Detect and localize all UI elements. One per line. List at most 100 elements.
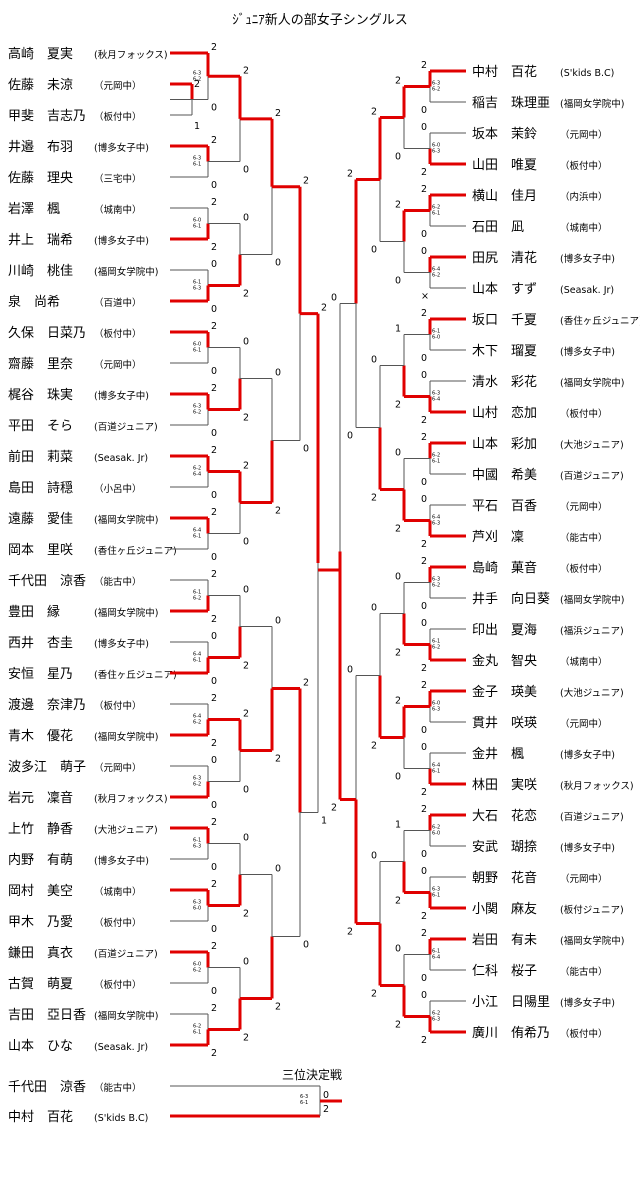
right-score: 2 [347, 927, 353, 938]
left-player-school: （城南中） [94, 886, 142, 898]
right-game-score: 6-3 [432, 521, 440, 527]
right-game-score: 6-3 [432, 707, 440, 713]
left-player-school: (Seasak. Jr) [94, 1042, 148, 1053]
left-player-name: 山本 ひな [8, 1039, 73, 1054]
right-player-name: 小関 麻友 [472, 901, 537, 917]
right-score: 0 [421, 229, 427, 240]
right-game-score: 6-3 [432, 391, 440, 397]
left-player-name: 岡本 里咲 [8, 542, 73, 558]
right-score: 2 [421, 167, 427, 178]
left-score: 0 [275, 368, 281, 379]
right-score: 2 [395, 200, 401, 211]
right-game-score: 6-1 [432, 769, 440, 775]
right-score: 0 [371, 245, 377, 256]
left-player-name: 佐藤 未涼 [8, 78, 73, 93]
left-player-name: 前田 莉菜 [8, 449, 73, 465]
right-player-name: 山本 すず [472, 282, 537, 297]
left-player-school: (秋月フォックス) [94, 49, 168, 61]
right-player-name: 金丸 智央 [472, 653, 537, 669]
right-game-score: 6-3 [432, 81, 440, 87]
right-game-score: 6-2 [432, 205, 440, 211]
right-score: 1 [395, 820, 401, 831]
left-player-school: （板付中） [94, 700, 142, 712]
left-game-score: 6-2 [193, 782, 201, 788]
right-player-school: (板付ジュニア) [560, 904, 624, 916]
right-player-name: 井手 向日葵 [472, 591, 550, 607]
right-player-school: (福岡女学院中) [560, 377, 624, 389]
left-player-name: 鎌田 真衣 [8, 945, 73, 961]
right-game-score: 6-0 [432, 831, 440, 837]
left-score: 0 [243, 585, 249, 596]
right-player-name: 大石 花恋 [472, 808, 537, 824]
left-player-name: 島田 詩穏 [8, 481, 73, 496]
left-score: 0 [211, 180, 217, 191]
right-player-name: 稲吉 珠理亜 [472, 96, 550, 111]
right-player-school: （板付中） [560, 1028, 608, 1040]
left-player-school: (福岡女学院中) [94, 607, 158, 619]
right-player-name: 島崎 菓音 [472, 560, 537, 576]
right-score: 0 [421, 618, 427, 629]
right-player-name: 林田 実咲 [472, 777, 537, 793]
left-player-school: (百道ジュニア) [94, 421, 158, 433]
left-score: 2 [211, 135, 217, 146]
left-game-score: 6-1 [193, 534, 201, 540]
right-score: 0 [421, 601, 427, 612]
left-score: 2 [211, 1048, 217, 1059]
right-player-school: （城南中） [560, 222, 608, 234]
right-score: 0 [371, 851, 377, 862]
left-score: 2 [211, 569, 217, 580]
right-score: 0 [347, 665, 353, 676]
left-score: 2 [275, 1002, 281, 1013]
third-place-player-name: 中村 百花 [8, 1109, 73, 1125]
left-game-score: 6-1 [193, 838, 201, 844]
left-player-school: （板付中） [94, 917, 142, 929]
right-game-score: 6-3 [432, 149, 440, 155]
left-score: 2 [211, 738, 217, 749]
right-player-school: (福浜ジュニア) [560, 625, 624, 637]
right-player-name: 清水 彩花 [472, 374, 537, 390]
right-score: 0 [421, 973, 427, 984]
left-game-score: 6-0 [193, 906, 201, 912]
right-game-score: 6-0 [432, 143, 440, 149]
left-player-school: （元岡中） [94, 359, 142, 371]
right-score: 2 [421, 308, 427, 319]
left-score: 2 [243, 461, 249, 472]
right-game-score: 6-4 [432, 955, 440, 961]
right-game-score: 6-1 [432, 639, 440, 645]
left-player-school: (百道ジュニア) [94, 948, 158, 960]
right-score: 2 [421, 663, 427, 674]
left-player-school: (博多女子中) [94, 390, 149, 402]
left-player-name: 古賀 萌夏 [8, 977, 73, 992]
left-game-score: 6-0 [193, 342, 201, 348]
left-player-school: （城南中） [94, 204, 142, 216]
right-score: 2 [421, 556, 427, 567]
right-player-school: (百道ジュニア) [560, 811, 624, 823]
right-game-score: 6-2 [432, 87, 440, 93]
right-score: 2 [395, 648, 401, 659]
left-game-score: 6-0 [193, 962, 201, 968]
right-player-school: （元岡中） [560, 718, 608, 730]
left-score: 2 [211, 941, 217, 952]
right-game-score: 6-1 [432, 459, 440, 465]
left-game-score: 6-3 [193, 286, 201, 292]
left-player-name: 川崎 桃佳 [8, 264, 73, 279]
left-player-name: 内野 有萌 [8, 852, 73, 868]
right-player-school: (百道ジュニア) [560, 470, 624, 482]
right-game-score: 6-1 [432, 949, 440, 955]
left-score: 0 [243, 337, 249, 348]
prelim-score: 2 [194, 79, 200, 90]
left-player-school: （元岡中） [94, 762, 142, 774]
right-score: 1 [395, 324, 401, 335]
left-score: 0 [243, 785, 249, 796]
left-player-name: 豊田 縁 [8, 604, 60, 620]
left-score: 0 [243, 165, 249, 176]
right-score: 2 [421, 928, 427, 939]
right-score: 0 [395, 572, 401, 583]
left-player-name: 久保 日菜乃 [8, 326, 86, 341]
right-game-score: 6-2 [432, 453, 440, 459]
left-game-score: 6-1 [193, 162, 201, 168]
left-player-school: （板付中） [94, 111, 142, 123]
right-score: 2 [421, 911, 427, 922]
right-game-score: 6-0 [432, 335, 440, 341]
right-score: 2 [421, 184, 427, 195]
